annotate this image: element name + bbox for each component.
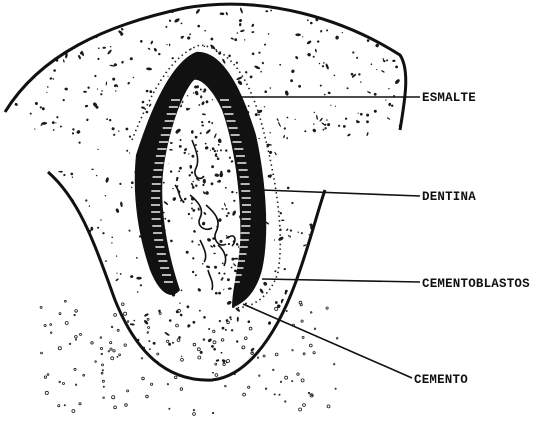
- leader-cemento: [243, 304, 412, 378]
- leader-dentina: [262, 190, 420, 196]
- dental-sac-outline: [48, 172, 325, 380]
- dental-pulp-strands: [175, 140, 235, 290]
- label-cementoblastos: CEMENTOBLASTOS: [422, 277, 530, 291]
- label-esmalte: ESMALTE: [422, 91, 476, 105]
- leader-cementoblastos: [262, 279, 420, 282]
- label-cemento: CEMENTO: [414, 373, 468, 387]
- label-dentina: DENTINA: [422, 190, 476, 204]
